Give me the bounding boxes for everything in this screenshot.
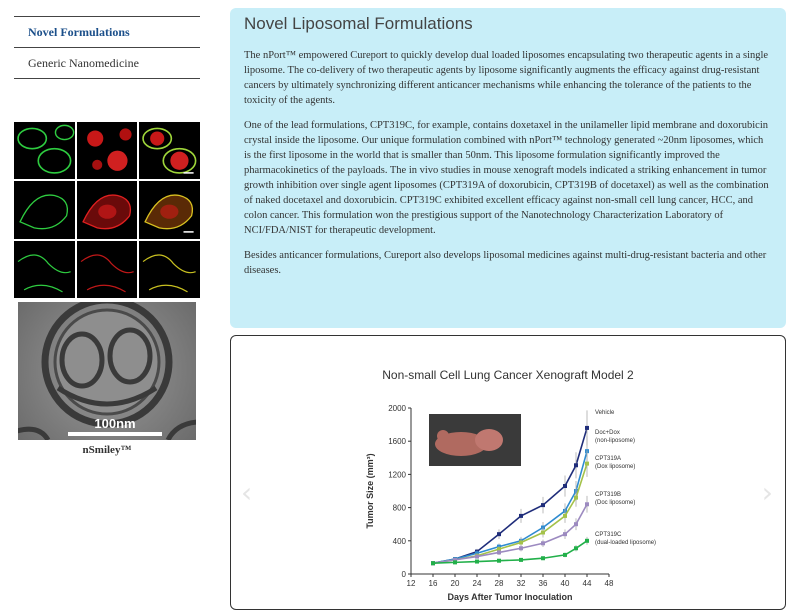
y-tick-label: 1200 xyxy=(388,470,406,479)
x-tick-label: 24 xyxy=(473,579,482,588)
data-point xyxy=(475,559,479,564)
data-point xyxy=(497,558,501,563)
data-point xyxy=(585,502,589,507)
legend-label: Vehicle xyxy=(595,410,615,416)
micro-cell-green-1 xyxy=(14,122,75,180)
x-tick-label: 40 xyxy=(561,579,570,588)
info-box: Novel Liposomal Formulations The nPort™ … xyxy=(230,8,786,328)
mouse-photo xyxy=(429,414,521,466)
sidebar-item-novel-formulations[interactable]: Novel Formulations xyxy=(14,16,200,47)
data-point xyxy=(563,552,567,557)
micro-cell-merge-1 xyxy=(139,122,200,180)
data-point xyxy=(585,538,589,543)
data-point xyxy=(574,546,578,551)
cryo-em-image: 100nm xyxy=(18,302,196,440)
paragraph-2: One of the lead formulations, CPT319C, f… xyxy=(244,120,769,236)
legend-label: (dual-loaded liposome) xyxy=(595,540,656,546)
x-tick-label: 12 xyxy=(407,579,416,588)
image-caption: nSmiley™ xyxy=(82,444,132,456)
x-tick-label: 16 xyxy=(429,579,438,588)
y-tick-label: 2000 xyxy=(388,404,406,413)
data-point xyxy=(563,484,567,489)
data-point xyxy=(475,551,479,556)
data-point xyxy=(519,546,523,551)
x-axis-label: Days After Tumor Inoculation xyxy=(447,592,572,602)
data-point xyxy=(574,522,578,527)
data-point xyxy=(574,463,578,468)
micro-cell-red-3 xyxy=(76,240,138,298)
microscopy-image-grid xyxy=(14,122,200,298)
data-point xyxy=(497,547,501,552)
x-tick-label: 32 xyxy=(517,579,526,588)
x-tick-label: 28 xyxy=(495,579,504,588)
data-point xyxy=(541,556,545,561)
data-point xyxy=(519,513,523,518)
chart-carousel: ‹ › Non-small Cell Lung Cancer Xenograft… xyxy=(230,335,786,610)
y-tick-label: 1600 xyxy=(388,437,406,446)
legend-label: (Dox liposome) xyxy=(595,464,635,470)
data-point xyxy=(431,561,435,566)
micro-cell-green-3 xyxy=(14,240,75,298)
x-tick-label: 36 xyxy=(539,579,548,588)
series-line xyxy=(432,463,588,565)
tumor-growth-chart: 0 400 800 1200 1600 2000 12 16 20 24 28 32 36 40 44 48 T… xyxy=(365,404,656,602)
data-point xyxy=(519,557,523,562)
page-title: Novel Liposomal Formulations xyxy=(244,14,473,33)
y-tick-label: 0 xyxy=(402,570,407,579)
x-tick-label: 20 xyxy=(451,579,460,588)
legend-label: (Doc liposome) xyxy=(595,500,635,506)
data-point xyxy=(475,554,479,559)
scale-bar-label: 100nm xyxy=(94,416,135,431)
x-tick-label: 48 xyxy=(605,579,614,588)
micro-cell-red-1 xyxy=(76,122,138,180)
data-point xyxy=(585,461,589,466)
micro-cell-merge-2 xyxy=(139,181,200,239)
micro-cell-green-2 xyxy=(14,181,75,239)
x-tick-label: 44 xyxy=(583,579,592,588)
legend-label: CPT319C xyxy=(595,532,622,538)
legend-label: (non-liposome) xyxy=(595,438,635,444)
paragraph-1: The nPort™ empowered Cureport to quickly… xyxy=(244,50,769,106)
sidebar-item-generic-nanomedicine[interactable]: Generic Nanomedicine xyxy=(14,47,200,79)
data-point xyxy=(541,541,545,546)
micro-cell-red-2 xyxy=(76,181,138,239)
data-point xyxy=(541,503,545,508)
data-point xyxy=(453,557,457,562)
legend-label: Doc+Dox xyxy=(595,430,620,436)
chevron-left-icon[interactable]: ‹ xyxy=(241,476,253,509)
paragraph-3: Besides anticancer formulations, Curepor… xyxy=(244,250,767,276)
data-point xyxy=(563,532,567,537)
data-point xyxy=(497,550,501,555)
data-point xyxy=(453,560,457,565)
data-point xyxy=(541,530,545,535)
sidebar-nav: Novel Formulations Generic Nanomedicine xyxy=(14,16,200,79)
legend-label: CPT319A xyxy=(595,456,621,462)
y-tick-label: 400 xyxy=(393,537,407,546)
data-point xyxy=(497,532,501,537)
micro-cell-merge-3 xyxy=(139,240,200,298)
data-point xyxy=(519,540,523,545)
data-point xyxy=(574,495,578,500)
legend-label: CPT319B xyxy=(595,492,621,498)
data-point xyxy=(563,513,567,518)
chart-title: Non-small Cell Lung Cancer Xenograft Mod… xyxy=(382,368,634,382)
y-tick-label: 800 xyxy=(393,504,407,513)
data-point xyxy=(585,425,589,430)
chevron-right-icon[interactable]: › xyxy=(761,476,773,509)
y-axis-label: Tumor Size (mm³) xyxy=(365,453,375,528)
